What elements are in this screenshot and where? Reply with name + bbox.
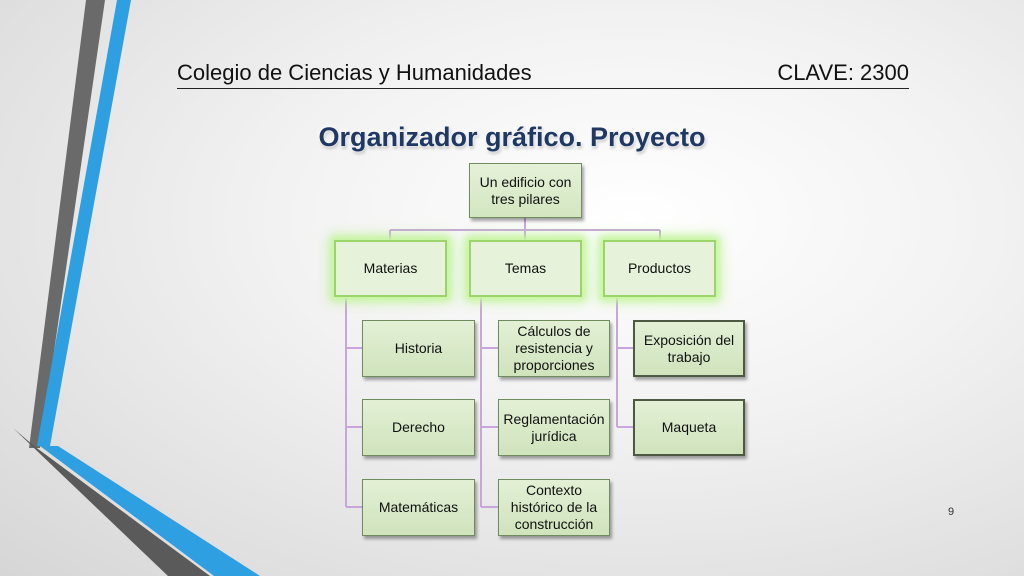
pillar-temas: Temas xyxy=(469,240,582,297)
page-number: 9 xyxy=(948,506,955,518)
school-name: Colegio de Ciencias y Humanidades xyxy=(177,60,532,85)
materias-child-historia: Historia xyxy=(362,320,475,377)
gray-stripe xyxy=(29,0,105,448)
materias-child-derecho: Derecho xyxy=(362,399,475,456)
productos-child-exposicion: Exposición del trabajo xyxy=(633,320,745,377)
temas-child-contexto: Contexto histórico de la construcción xyxy=(498,479,610,536)
productos-child-maqueta: Maqueta xyxy=(633,399,745,456)
header: Colegio de Ciencias y Humanidades CLAVE:… xyxy=(177,58,909,89)
temas-child-calculos: Cálculos de resistencia y proporciones xyxy=(498,320,610,377)
pillar-materias: Materias xyxy=(334,240,447,297)
root-node: Un edificio con tres pilares xyxy=(469,163,582,218)
blue-diagonal-stripe xyxy=(40,446,260,576)
blue-stripe xyxy=(37,0,131,446)
slide-title: Organizador gráfico. Proyecto xyxy=(318,122,706,152)
temas-child-reglamentacion: Reglamentación jurídica xyxy=(498,399,610,456)
clave-code: CLAVE: 2300 xyxy=(777,60,909,85)
pillar-productos: Productos xyxy=(603,240,716,297)
materias-child-matematicas: Matemáticas xyxy=(362,479,475,536)
